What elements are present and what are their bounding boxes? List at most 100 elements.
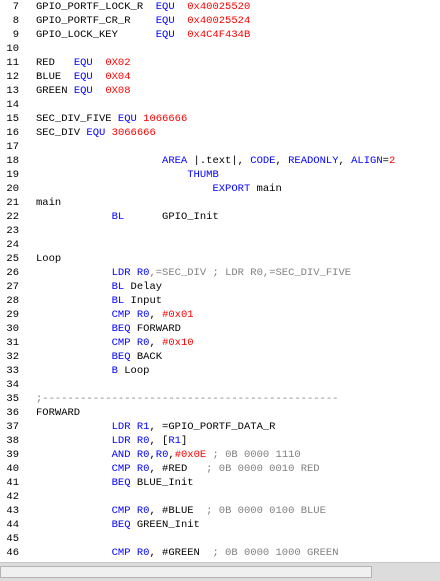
- code-token: #0x10: [162, 337, 194, 349]
- code-text: CMP R0, #RED ; 0B 0000 0010 RED: [36, 462, 320, 476]
- code-token: AREA: [162, 155, 188, 167]
- code-line[interactable]: 33 B Loop: [0, 364, 440, 378]
- line-number: 43: [6, 505, 19, 517]
- code-token: ,: [168, 449, 175, 461]
- code-token: [36, 169, 187, 181]
- code-line[interactable]: 41 BEQ BLUE_Init: [0, 476, 440, 490]
- line-number: 38: [6, 435, 19, 447]
- line-number: 26: [6, 267, 19, 279]
- code-line[interactable]: 32 BEQ BACK: [0, 350, 440, 364]
- code-line[interactable]: 17: [0, 140, 440, 154]
- code-line[interactable]: 19 THUMB: [0, 168, 440, 182]
- code-token: #0x0E: [174, 449, 207, 461]
- code-token: ,: [149, 449, 156, 461]
- horizontal-scrollbar[interactable]: [0, 562, 440, 581]
- line-number: 10: [6, 43, 19, 55]
- code-token: R0: [136, 463, 150, 475]
- code-token: 0x4C4F434B: [187, 29, 251, 41]
- code-token: FORWARD: [130, 323, 181, 335]
- code-token: [36, 449, 112, 461]
- code-line[interactable]: 24: [0, 238, 440, 252]
- code-token: RED: [36, 57, 74, 69]
- code-token: [36, 421, 112, 433]
- code-line[interactable]: 37 LDR R1, =GPIO_PORTF_DATA_R: [0, 420, 440, 434]
- code-line[interactable]: 29 CMP R0, #0x01: [0, 308, 440, 322]
- code-token: GPIO_PORTF_LOCK_R: [36, 1, 156, 13]
- code-line[interactable]: 44 BEQ GREEN_Init: [0, 518, 440, 532]
- code-line[interactable]: 30 BEQ FORWARD: [0, 322, 440, 336]
- code-token: 0x40025524: [187, 15, 251, 27]
- code-line[interactable]: 14: [0, 98, 440, 112]
- code-line[interactable]: 28 BL Input: [0, 294, 440, 308]
- code-line[interactable]: 22 BL GPIO_Init: [0, 210, 440, 224]
- code-line[interactable]: 39 AND R0,R0,#0x0E ; 0B 0000 1110: [0, 448, 440, 462]
- code-token: ;---------------------------------------…: [36, 393, 339, 405]
- code-line[interactable]: 23: [0, 224, 440, 238]
- code-token: [36, 281, 112, 293]
- line-number: 34: [6, 379, 19, 391]
- code-token: [36, 295, 112, 307]
- code-text: SEC_DIV_FIVE EQU 1066666: [36, 112, 187, 126]
- line-number: 28: [6, 295, 19, 307]
- code-token: , #BLUE: [149, 505, 200, 517]
- line-number: 33: [6, 365, 19, 377]
- code-token: BEQ: [111, 477, 131, 489]
- code-token: GPIO_Init: [124, 211, 219, 223]
- code-line[interactable]: 40 CMP R0, #RED ; 0B 0000 0010 RED: [0, 462, 440, 476]
- line-number: 19: [6, 169, 19, 181]
- code-token: R0: [136, 449, 150, 461]
- code-token: LDR: [111, 435, 131, 447]
- code-text: BEQ BACK: [36, 350, 162, 364]
- code-token: 3066666: [111, 127, 156, 139]
- code-text: BL GPIO_Init: [36, 210, 219, 224]
- code-token: R0: [136, 267, 150, 279]
- code-token: GREEN_Init: [130, 519, 200, 531]
- code-token: AND: [111, 449, 131, 461]
- code-line[interactable]: 10: [0, 42, 440, 56]
- code-text: BEQ BLUE_Init: [36, 476, 194, 490]
- code-line[interactable]: 42: [0, 490, 440, 504]
- scrollbar-thumb[interactable]: [0, 566, 372, 578]
- line-number: 11: [6, 57, 19, 69]
- line-number: 24: [6, 239, 19, 251]
- code-token: R0: [155, 449, 169, 461]
- code-token: READONLY: [288, 155, 339, 167]
- code-line[interactable]: 26 LDR R0,=SEC_DIV ; LDR R0,=SEC_DIV_FIV…: [0, 266, 440, 280]
- code-token: [175, 1, 188, 13]
- line-number: 31: [6, 337, 19, 349]
- code-line[interactable]: 27 BL Delay: [0, 280, 440, 294]
- code-text: GPIO_PORTF_LOCK_R EQU 0x40025520: [36, 0, 250, 14]
- code-text: CMP R0, #GREEN ; 0B 0000 1000 GREEN: [36, 546, 339, 560]
- code-token: main: [250, 183, 282, 195]
- code-line[interactable]: 31 CMP R0, #0x10: [0, 336, 440, 350]
- line-number: 42: [6, 491, 19, 503]
- code-token: [93, 71, 106, 83]
- line-number: 14: [6, 99, 19, 111]
- code-line[interactable]: 43 CMP R0, #BLUE ; 0B 0000 0100 BLUE: [0, 504, 440, 518]
- code-token: [36, 183, 212, 195]
- code-token: BL: [111, 281, 125, 293]
- code-token: [36, 211, 112, 223]
- code-line[interactable]: 34: [0, 378, 440, 392]
- code-line[interactable]: 38 LDR R0, [R1]: [0, 434, 440, 448]
- code-line[interactable]: 45: [0, 532, 440, 546]
- code-token: CMP: [111, 309, 131, 321]
- code-line[interactable]: 18 AREA |.text|, CODE, READONLY, ALIGN=2: [0, 154, 440, 168]
- code-token: ; 0B 0000 1110: [206, 449, 301, 461]
- code-line[interactable]: 35;-------------------------------------…: [0, 392, 440, 406]
- line-number: 8: [12, 15, 19, 27]
- code-line[interactable]: 46 CMP R0, #GREEN ; 0B 0000 1000 GREEN: [0, 546, 440, 560]
- code-line[interactable]: 20 EXPORT main: [0, 182, 440, 196]
